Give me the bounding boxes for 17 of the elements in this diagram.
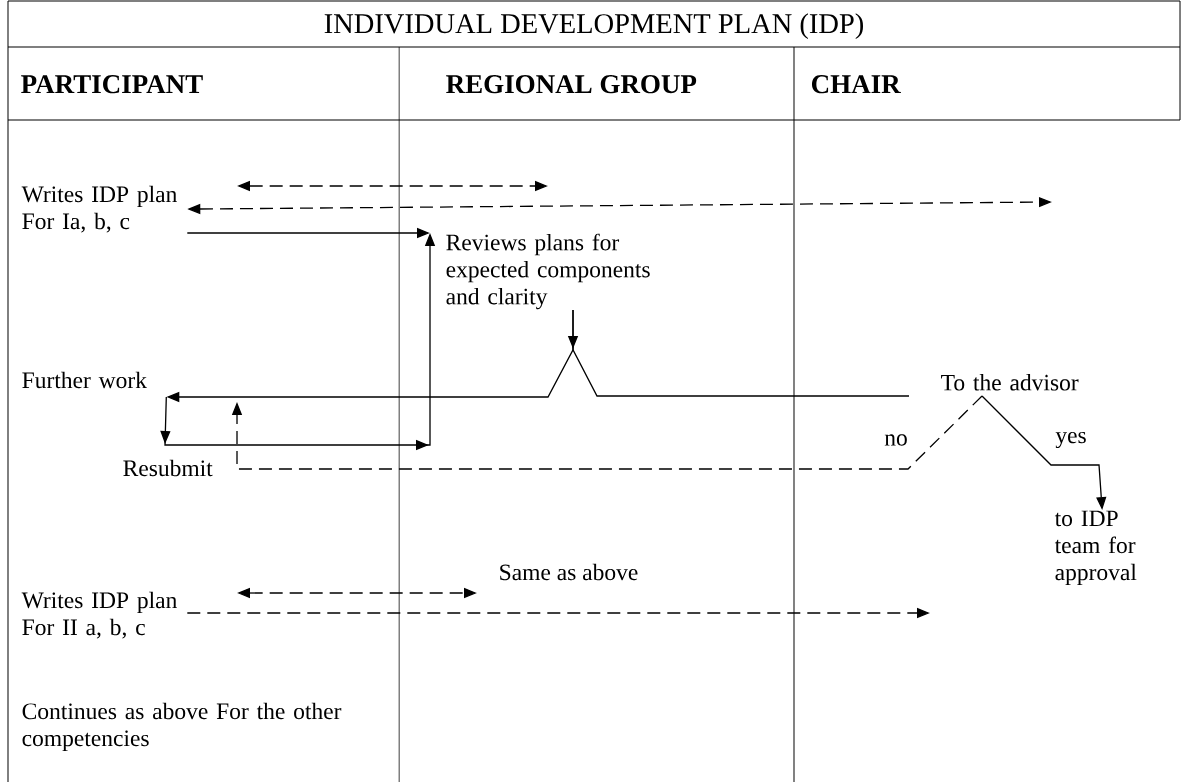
step-text: Writes IDP plan For Ia, b, c bbox=[21, 185, 177, 233]
connector-line bbox=[572, 309, 910, 397]
note-text: Same as above bbox=[500, 563, 638, 581]
note-text: Resubmit bbox=[123, 459, 213, 477]
title: INDIVIDUAL DEVELOPMENT PLAN (IDP) bbox=[324, 13, 863, 40]
step-text: To the advisor bbox=[941, 374, 1079, 391]
note-text: Continues as above For the other competencies bbox=[22, 702, 342, 751]
arrow bbox=[231, 395, 983, 470]
lane-heading: PARTICIPANT bbox=[21, 75, 203, 94]
step-text: Further work bbox=[22, 371, 147, 389]
step-text: to IDP team for approval bbox=[1054, 510, 1137, 586]
step-text: Reviews plans for expected components and clarity bbox=[446, 233, 650, 310]
lane-heading: CHAIR bbox=[812, 75, 901, 94]
edge-label: yes bbox=[1054, 430, 1088, 450]
step-text: Writes IDP plan For II a, b, c bbox=[21, 591, 177, 639]
edge-label: no bbox=[883, 433, 909, 447]
lane-heading: REGIONAL GROUP bbox=[446, 75, 697, 94]
